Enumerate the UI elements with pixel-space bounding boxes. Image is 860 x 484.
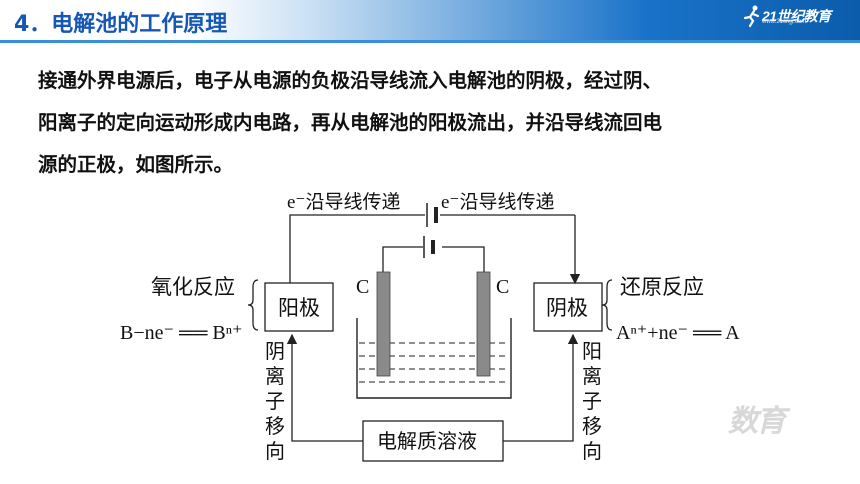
header-bar: 4．电解池的工作原理 21世纪教育 www.21cnjy.com [0, 0, 860, 46]
runner-icon [743, 5, 760, 28]
cation-migration-char: 子 [582, 391, 602, 413]
cation-migration-char: 阳 [582, 340, 602, 363]
left-brace [247, 279, 259, 331]
inner-wire-right [442, 246, 485, 272]
anion-migration-char: 子 [265, 391, 285, 413]
header-divider [0, 40, 860, 43]
cathode-label: 阴极 [546, 296, 588, 320]
oxidation-equation: B−ne⁻ ══ Bⁿ⁺ [120, 322, 243, 344]
anion-migration-char: 向 [265, 440, 285, 463]
paragraph-line-2: 阳离子的定向运动形成内电路，再从电解池的阳极流出，并沿导线流回电 [38, 111, 663, 134]
body-paragraph: 接通外界电源后，电子从电源的负极沿导线流入电解池的阴极，经过阴、 阳离子的定向运… [38, 60, 828, 186]
paragraph-line-3: 源的正极，如图所示。 [38, 153, 234, 176]
beaker [356, 318, 512, 399]
header-band [0, 0, 860, 40]
left-electrode-label: C [356, 276, 369, 298]
watermark: 数育 [728, 405, 786, 438]
right-electrode [476, 271, 491, 377]
logo-subtext: www.21cnjy.com [762, 19, 807, 25]
anion-migration-char: 阴 [265, 340, 285, 363]
slide-title: 4．电解池的工作原理 [14, 12, 228, 37]
inner-wire-left [382, 246, 423, 272]
anode-box [264, 282, 334, 332]
cation-migration-char: 向 [582, 440, 602, 463]
anion-migration-char: 移 [265, 415, 285, 438]
wire-left [289, 214, 425, 283]
logo-text: 21世纪教育 [762, 8, 831, 24]
right-brace [601, 279, 613, 331]
cation-migration-char: 离 [582, 365, 602, 388]
cathode-box [533, 282, 603, 332]
electrolyte-label: 电解质溶液 [377, 430, 477, 453]
anode-label: 阳极 [278, 296, 320, 320]
oxidation-title: 氧化反应 [151, 275, 235, 299]
brand-logo: 21世纪教育 www.21cnjy.com [740, 4, 840, 28]
anion-migration-char: 离 [265, 365, 285, 388]
right-electrode-label: C [496, 276, 509, 298]
reduction-equation: Aⁿ⁺+ne⁻ ══ A [616, 322, 740, 344]
reduction-title: 还原反应 [620, 275, 704, 299]
wire-label-right: e⁻沿导线传递 [441, 191, 554, 213]
left-electrode [376, 271, 391, 377]
bottom-right-path [503, 333, 579, 442]
cation-migration-char: 移 [582, 415, 602, 438]
wire-label-left: e⁻沿导线传递 [287, 191, 400, 213]
paragraph-line-1: 接通外界电源后，电子从电源的负极沿导线流入电解池的阴极，经过阴、 [38, 69, 663, 92]
bottom-left-path [286, 333, 363, 442]
